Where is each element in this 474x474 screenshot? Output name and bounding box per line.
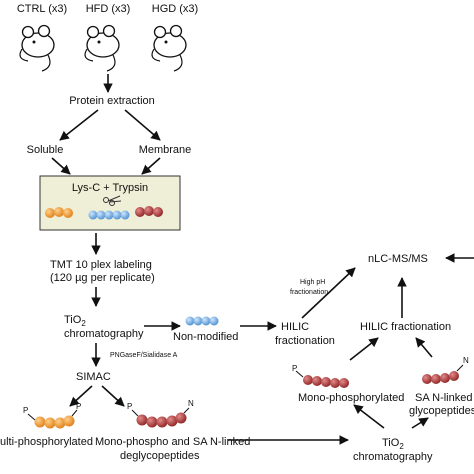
tio2-label: TiO2 bbox=[64, 314, 86, 328]
red-peptide-icon bbox=[135, 206, 163, 217]
soluble-label: Soluble bbox=[27, 144, 64, 156]
tio2-chromatography-label: chromatography bbox=[64, 328, 144, 340]
non-modified-label: Non-modified bbox=[173, 331, 238, 343]
deglycopeptides-label: deglycopeptides bbox=[120, 450, 200, 462]
arrow bbox=[353, 404, 385, 429]
blue-peptide-icon bbox=[185, 316, 219, 326]
tmt-label-line2: (120 µg per replicate) bbox=[50, 272, 155, 284]
sa-n-linked-label: SA N-linked bbox=[415, 392, 472, 404]
multi-phosphorylated-peptide-icon bbox=[27, 409, 78, 429]
digest-label: Lys-C + Trypsin bbox=[72, 182, 148, 194]
mouse-icon bbox=[19, 24, 55, 72]
tmt-label-line1: TMT 10 plex labeling bbox=[50, 259, 152, 271]
p-mark: P bbox=[292, 364, 297, 373]
hilic-label: HILIC bbox=[281, 321, 309, 333]
p-mark: P bbox=[76, 402, 81, 411]
orange-peptide-icon bbox=[45, 207, 73, 218]
tio2b-chromatography-label: chromatography bbox=[353, 451, 433, 463]
pngase-label: PNGaseF/Sialidase A bbox=[110, 352, 178, 359]
p-mark: P bbox=[23, 406, 28, 415]
multi-phosphorylated-label: ulti-phosphorylated bbox=[0, 436, 93, 448]
arrow bbox=[101, 385, 125, 407]
mouse-icon bbox=[84, 24, 120, 72]
mono-phosphorylated-peptide-icon bbox=[295, 370, 349, 388]
sa-glycopeptide-icon bbox=[422, 364, 464, 384]
arrow bbox=[69, 385, 93, 407]
membrane-label: Membrane bbox=[139, 144, 192, 156]
mono-phospho-deglycopeptide-icon bbox=[131, 407, 190, 428]
n-mark: N bbox=[463, 356, 469, 365]
blue-peptide-icon bbox=[88, 210, 130, 220]
mouse-icon bbox=[151, 24, 187, 72]
group-label-hgd: HGD (x3) bbox=[152, 3, 198, 15]
hilic-fractionation-label: fractionation bbox=[275, 335, 335, 347]
n-mark: N bbox=[188, 399, 194, 408]
arrow bbox=[415, 337, 433, 358]
simac-label: SIMAC bbox=[76, 371, 111, 383]
protein-extraction-label: Protein extraction bbox=[69, 95, 155, 107]
arrow bbox=[51, 157, 71, 175]
arrow bbox=[411, 417, 429, 429]
glycopeptides-label: glycopeptides bbox=[409, 405, 474, 417]
mono-phospho-sa-label: Mono-phospho and SA N-linked bbox=[95, 436, 250, 448]
arrow bbox=[124, 109, 161, 141]
arrow bbox=[59, 109, 99, 141]
group-label-hfd: HFD (x3) bbox=[86, 3, 131, 15]
arrow bbox=[301, 267, 356, 319]
scissors-icon bbox=[103, 195, 122, 206]
mono-phosphorylated-label: Mono-phosphorylated bbox=[298, 392, 404, 404]
group-label-ctrl: CTRL (x3) bbox=[17, 3, 67, 15]
high-ph-fractionation-label: fractionation bbox=[290, 289, 328, 296]
hilic-fractionation-right-label: HILIC fractionation bbox=[360, 321, 451, 333]
tio2b-label: TiO2 bbox=[382, 437, 404, 451]
arrow bbox=[349, 337, 379, 361]
arrow bbox=[141, 157, 161, 175]
high-ph-label: High pH bbox=[300, 279, 325, 286]
p-mark: P bbox=[127, 402, 132, 411]
nlc-msms-label: nLC-MS/MS bbox=[368, 253, 428, 265]
